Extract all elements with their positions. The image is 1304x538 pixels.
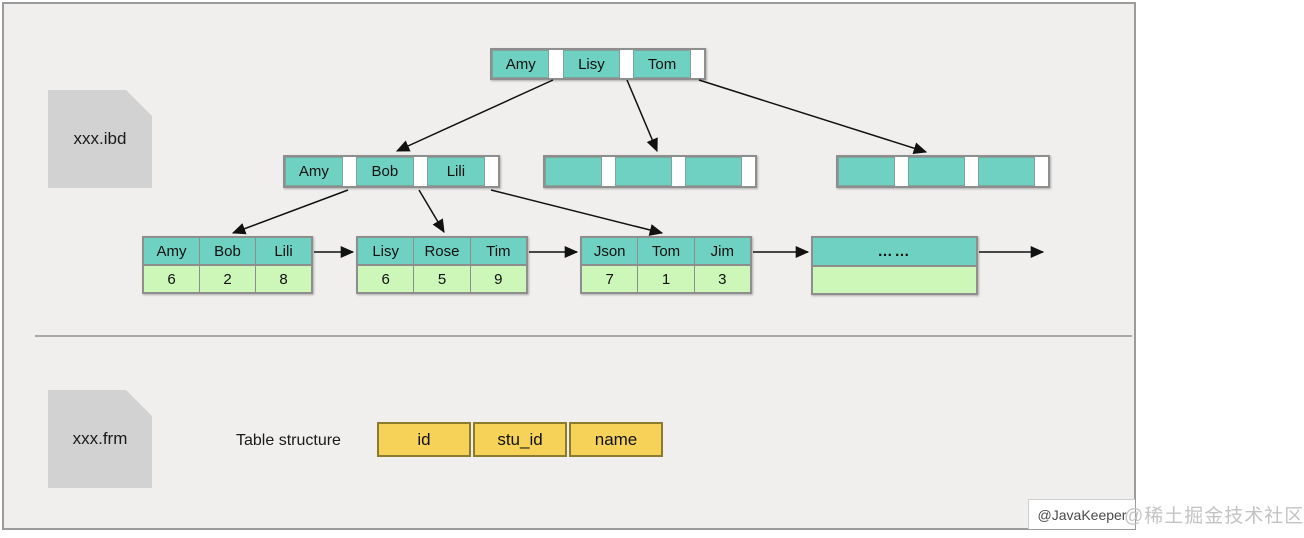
leaf-key-cell: Tom bbox=[638, 238, 695, 264]
leaf-key-cell: Bob bbox=[200, 238, 256, 264]
btree-internal-node-right bbox=[836, 155, 1050, 188]
btree-leaf-node-2: Lisy Rose Tim 6 5 9 bbox=[356, 236, 528, 294]
table-column-name: name bbox=[569, 422, 663, 457]
leaf-value-row: 6 2 8 bbox=[144, 266, 311, 292]
leaf-value-cell: 5 bbox=[414, 266, 471, 292]
internal-pointer-cell bbox=[601, 157, 615, 186]
leaf-value-cell: 6 bbox=[144, 266, 200, 292]
leaf-value-cell: 7 bbox=[582, 266, 639, 292]
ibd-file-icon: xxx.ibd bbox=[48, 90, 152, 188]
table-structure-row: id stu_id name bbox=[377, 422, 663, 457]
table-column-id: id bbox=[377, 422, 471, 457]
section-divider-line bbox=[35, 335, 1132, 337]
leaf-key-row: Json Tom Jim bbox=[582, 238, 750, 266]
leaf-key-row: …… bbox=[813, 238, 976, 267]
btree-internal-node-left: Amy Bob Lili bbox=[283, 155, 500, 188]
root-key-cell: Tom bbox=[633, 50, 691, 78]
leaf-key-row: Lisy Rose Tim bbox=[358, 238, 526, 266]
leaf-value-cell: 8 bbox=[256, 266, 311, 292]
leaf-key-cell: Json bbox=[582, 238, 639, 264]
leaf-value-cell: 3 bbox=[694, 266, 750, 292]
internal-key-cell: Lili bbox=[427, 157, 485, 186]
watermark-javakeeper: @JavaKeeper bbox=[1037, 506, 1127, 523]
btree-root-node: Amy Lisy Tom bbox=[490, 48, 706, 80]
internal-key-cell: Amy bbox=[285, 157, 343, 186]
watermark-juejin: @稀土掘金技术社区 bbox=[1124, 506, 1304, 527]
internal-key-cell bbox=[545, 157, 602, 186]
btree-leaf-node-1: Amy Bob Lili 6 2 8 bbox=[142, 236, 313, 294]
internal-key-cell: Bob bbox=[356, 157, 414, 186]
frm-file-icon: xxx.frm bbox=[48, 390, 152, 488]
btree-internal-node-middle bbox=[543, 155, 757, 188]
internal-key-cell bbox=[908, 157, 965, 186]
root-pointer-cell bbox=[549, 50, 563, 78]
ibd-file-label: xxx.ibd bbox=[73, 129, 127, 148]
internal-pointer-cell bbox=[741, 157, 755, 186]
btree-leaf-node-more: …… bbox=[811, 236, 978, 295]
leaf-key-cell: Lili bbox=[256, 238, 311, 264]
internal-pointer-cell bbox=[413, 157, 427, 186]
root-pointer-cell bbox=[690, 50, 705, 78]
internal-key-cell bbox=[978, 157, 1035, 186]
table-column-stu-id: stu_id bbox=[473, 422, 567, 457]
table-structure-label: Table structure bbox=[236, 432, 341, 449]
internal-pointer-cell bbox=[342, 157, 356, 186]
leaf-value-row: 6 5 9 bbox=[358, 266, 526, 292]
root-key-cell: Amy bbox=[492, 50, 550, 78]
leaf-ellipsis-cell: …… bbox=[813, 238, 976, 265]
frm-file-label: xxx.frm bbox=[72, 429, 128, 448]
leaf-value-row bbox=[813, 266, 976, 293]
leaf-value-cell: 9 bbox=[470, 266, 526, 292]
leaf-value-row: 7 1 3 bbox=[582, 266, 750, 292]
internal-pointer-cell bbox=[671, 157, 685, 186]
internal-pointer-cell bbox=[964, 157, 978, 186]
internal-key-cell bbox=[615, 157, 672, 186]
internal-pointer-cell bbox=[894, 157, 908, 186]
leaf-value-cell: 2 bbox=[200, 266, 256, 292]
btree-leaf-node-3: Json Tom Jim 7 1 3 bbox=[580, 236, 752, 294]
root-key-cell: Lisy bbox=[562, 50, 621, 78]
leaf-key-cell: Lisy bbox=[358, 238, 415, 264]
leaf-key-cell: Amy bbox=[144, 238, 200, 264]
leaf-key-row: Amy Bob Lili bbox=[144, 238, 311, 266]
leaf-key-cell: Rose bbox=[414, 238, 471, 264]
leaf-key-cell: Jim bbox=[694, 238, 750, 264]
leaf-key-cell: Tim bbox=[470, 238, 526, 264]
internal-pointer-cell bbox=[1034, 157, 1048, 186]
internal-key-cell bbox=[838, 157, 895, 186]
leaf-value-cell: 1 bbox=[638, 266, 695, 292]
root-pointer-cell bbox=[620, 50, 634, 78]
leaf-value-cell: 6 bbox=[358, 266, 415, 292]
leaf-value-cell bbox=[813, 266, 976, 293]
watermark-box: @JavaKeeper bbox=[1028, 499, 1135, 529]
internal-key-cell bbox=[685, 157, 742, 186]
internal-pointer-cell bbox=[484, 157, 498, 186]
